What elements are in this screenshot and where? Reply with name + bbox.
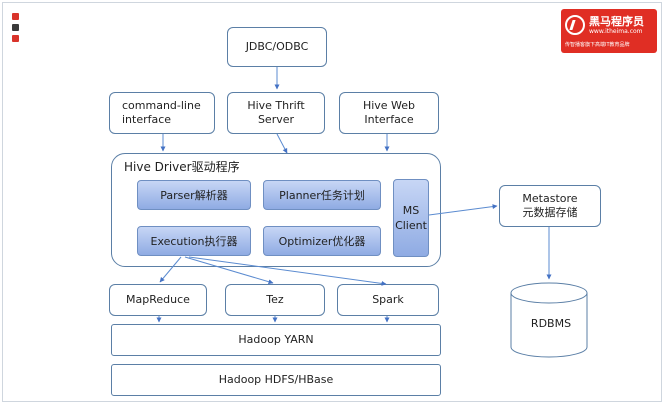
logo-name: 黑马程序员 [589, 15, 644, 28]
jdbc-odbc-label: JDBC/ODBC [245, 40, 309, 53]
cli-box: command-line interface [109, 92, 215, 134]
thrift-server-box: Hive Thrift Server [227, 92, 325, 134]
thrift-label-line2: Server [257, 113, 295, 126]
arrow-msclient-to-metastore [428, 204, 498, 216]
mapreduce-label: MapReduce [126, 293, 190, 306]
optimizer-label: Optimizer优化器 [278, 235, 366, 248]
logo-slogan: 传智播客旗下高端IT教育品牌 [565, 42, 630, 48]
ms-client-line2: Client [395, 219, 427, 232]
spark-label: Spark [372, 293, 404, 306]
marker-dark [12, 24, 19, 31]
hadoop-hdfs-box: Hadoop HDFS/HBase [111, 364, 441, 396]
spark-box: Spark [337, 284, 439, 316]
logo-mark-icon [565, 15, 585, 35]
diagram-connectors [156, 67, 588, 358]
metastore-box: Metastore 元数据存储 [499, 185, 601, 227]
cli-label-line1: command-line [122, 99, 201, 112]
mapreduce-box: MapReduce [109, 284, 207, 316]
web-label-line1: Hive Web [362, 99, 416, 112]
rdbms-label: RDBMS [530, 317, 572, 330]
web-label-line2: Interface [364, 113, 414, 126]
tez-label: Tez [266, 293, 284, 306]
planner-block: Planner任务计划 [263, 180, 381, 210]
hadoop-yarn-box: Hadoop YARN [111, 324, 441, 356]
tez-box: Tez [225, 284, 325, 316]
slide-canvas: 黑马程序员 www.itheima.com 传智播客旗下高端IT教育品牌 JDB… [2, 2, 662, 402]
planner-label: Planner任务计划 [279, 189, 365, 202]
metastore-label-line1: Metastore [522, 192, 578, 205]
itheima-logo: 黑马程序员 www.itheima.com 传智播客旗下高端IT教育品牌 [561, 9, 657, 53]
arrow-exec-to-tez [184, 256, 274, 285]
cli-label-line2: interface [122, 113, 172, 126]
corner-markers [12, 13, 20, 46]
hadoop-yarn-label: Hadoop YARN [238, 333, 314, 346]
rdbms-cylinder [510, 282, 588, 358]
arrow-thrift-to-driver [276, 133, 288, 154]
metastore-label-line2: 元数据存储 [522, 206, 578, 219]
hadoop-hdfs-label: Hadoop HDFS/HBase [218, 373, 334, 386]
parser-label: Parser解析器 [160, 189, 228, 202]
ms-client-block: MS Client [393, 179, 429, 257]
marker-red [12, 13, 19, 20]
marker-red-bottom [12, 35, 19, 42]
arrow-exec-to-spark [188, 256, 387, 286]
execution-label: Execution执行器 [150, 235, 238, 248]
arrow-exec-to-mapreduce [159, 256, 182, 283]
logo-url: www.itheima.com [589, 28, 643, 35]
ms-client-line1: MS [402, 204, 420, 217]
jdbc-odbc-box: JDBC/ODBC [227, 27, 327, 67]
parser-block: Parser解析器 [137, 180, 251, 210]
web-interface-box: Hive Web Interface [339, 92, 439, 134]
optimizer-block: Optimizer优化器 [263, 226, 381, 256]
hive-driver-title: Hive Driver驱动程序 [124, 160, 240, 174]
execution-block: Execution执行器 [137, 226, 251, 256]
thrift-label-line1: Hive Thrift [247, 99, 305, 112]
